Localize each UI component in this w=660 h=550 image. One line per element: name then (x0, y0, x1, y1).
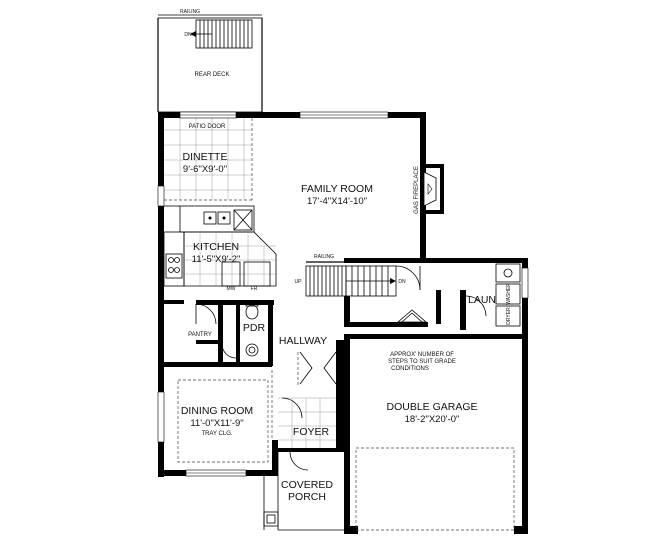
foyer (278, 397, 344, 471)
porch-line1: COVERED (281, 479, 333, 491)
foyer-label: FOYER (293, 426, 330, 438)
gas-fireplace-label: GAS FIREPLACE (414, 166, 420, 214)
family-room-name: FAMILY ROOM (301, 183, 373, 195)
garage-dim: 18'-2"X20'-0" (405, 414, 460, 425)
deck-dn-label: DN (184, 32, 192, 38)
laundry (436, 263, 521, 330)
windows (157, 111, 529, 477)
railing-top-label: RAILING (180, 9, 200, 15)
kitchen-counters (163, 205, 277, 287)
steps-note-line2: STEPS TO SUIT GRADE (388, 359, 456, 365)
family-room-dim: 17'-4"X14'-10" (307, 196, 367, 207)
dining-room-name: DINING ROOM (181, 405, 253, 417)
rear-deck-label: REAR DECK (194, 72, 229, 78)
stair-up-label: UP (295, 279, 303, 285)
kitchen-dim: 11'-5"X9'-2" (192, 254, 241, 265)
pantry-pdr-walls (164, 300, 274, 367)
hallway-label: HALLWAY (279, 335, 327, 347)
steps-note-line1: APPROX' NUMBER OF (390, 352, 454, 358)
dinette-dim: 9'-6"X9'-0" (183, 164, 227, 175)
fireplace-icon (423, 171, 437, 207)
stair-railing-label: RAILING (314, 254, 334, 260)
patio-door-label: PATIO DOOR (189, 124, 226, 130)
fr-label: FR (251, 286, 258, 292)
washer-label: WASHER (506, 283, 512, 305)
tray-ceiling-label: TRAY CLG. (201, 431, 232, 437)
dining-room-dim: 11'-0"X11'-9" (190, 418, 243, 429)
dryer-label: DRYER (506, 307, 512, 325)
rear-deck (157, 14, 263, 113)
covered-porch (263, 452, 344, 531)
garage-name: DOUBLE GARAGE (386, 401, 477, 413)
dinette-tile (164, 118, 253, 201)
mw-label: MW (227, 286, 236, 292)
laun-label: LAUN (468, 294, 496, 306)
dinette-name: DINETTE (183, 151, 228, 163)
kitchen-name: KITCHEN (193, 241, 239, 253)
pantry-label: PANTRY (188, 332, 212, 338)
steps-note-line3: CONDITIONS (391, 366, 429, 372)
stair-dn-label: DN (398, 279, 406, 285)
porch-line2: PORCH (288, 491, 326, 503)
double-garage (355, 447, 515, 531)
dining-room (177, 370, 273, 463)
pdr-label: PDR (243, 322, 266, 334)
closet-doors (297, 351, 337, 386)
stairs (305, 261, 428, 327)
